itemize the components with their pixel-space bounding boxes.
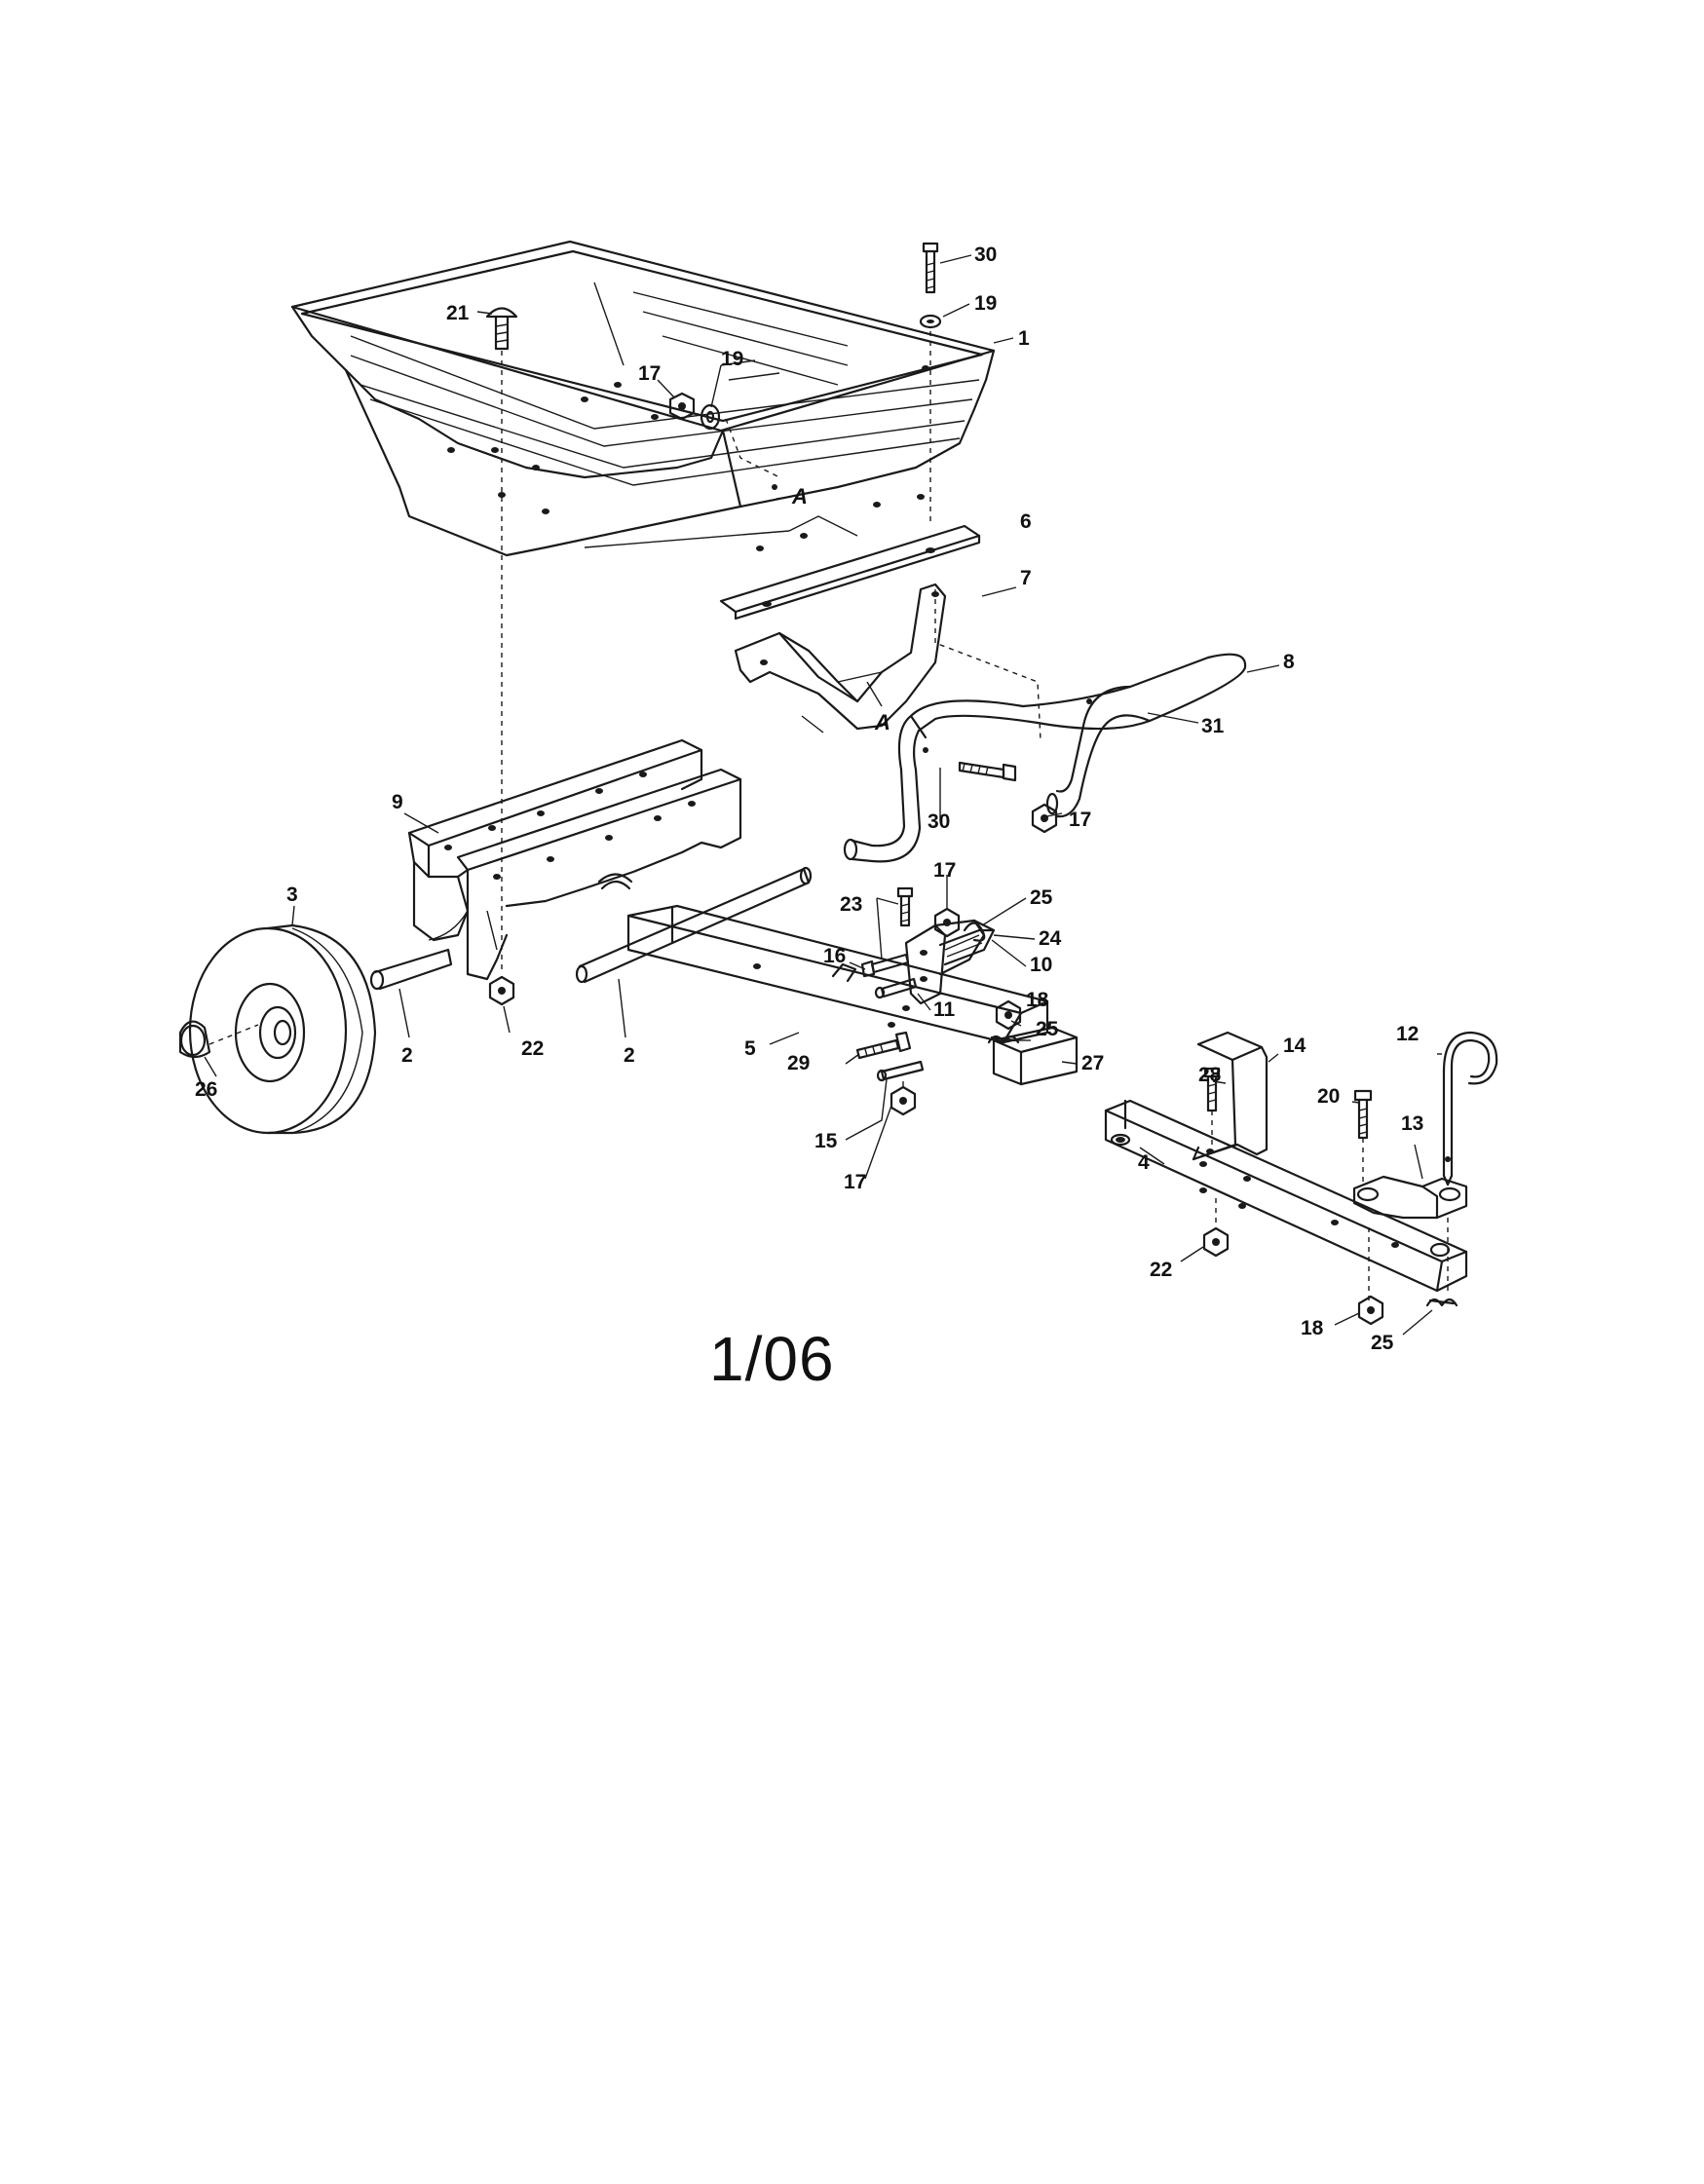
callout-2-left: 2 — [401, 1044, 413, 1067]
callout-25-latch: 25 — [1030, 886, 1053, 909]
pin-11 — [874, 977, 918, 999]
callout-12: 12 — [1396, 1023, 1419, 1045]
axle-bracket-9 — [407, 738, 742, 981]
nut-22-hitch — [1202, 1226, 1230, 1258]
strap-6 — [719, 524, 981, 621]
hitch-tube-4 — [1104, 1099, 1468, 1293]
callout-25-hitch: 25 — [1371, 1332, 1394, 1354]
callout-30-top: 30 — [974, 244, 997, 266]
callout-4: 4 — [1138, 1151, 1150, 1174]
callout-8: 8 — [1283, 651, 1295, 673]
clip-25-mid — [987, 1035, 1020, 1044]
nut-18-latch — [995, 999, 1022, 1031]
callout-9: 9 — [392, 791, 403, 813]
nut-18-hitch — [1357, 1295, 1384, 1326]
dump-bed — [290, 240, 996, 557]
nut-17-bed — [668, 392, 696, 421]
callout-28: 28 — [1198, 1064, 1222, 1086]
callout-17-handle: 17 — [1069, 809, 1091, 831]
end-cap-27 — [992, 1026, 1079, 1086]
callout-23: 23 — [840, 893, 862, 916]
callout-29: 29 — [787, 1052, 810, 1074]
washer-19-bed — [700, 403, 721, 431]
bolt-23 — [896, 886, 914, 927]
latch-assembly — [904, 919, 996, 1005]
callout-25-mid: 25 — [1036, 1018, 1059, 1040]
callout-13: 13 — [1401, 1112, 1423, 1135]
carriage-bolt-21 — [485, 307, 518, 351]
nut-22-axle — [488, 975, 515, 1006]
callout-11: 11 — [933, 998, 956, 1021]
callout-18-latch: 18 — [1026, 989, 1049, 1011]
callout-27: 27 — [1081, 1052, 1104, 1074]
washer-19-top — [919, 314, 942, 329]
bracket-14 — [1192, 1031, 1269, 1161]
pin-15 — [876, 1060, 925, 1082]
page-caption: 1/06 — [709, 1324, 835, 1394]
nut-17-lower — [890, 1085, 917, 1116]
callout-19-top: 19 — [974, 292, 997, 315]
callout-7: 7 — [1020, 567, 1032, 589]
callout-20: 20 — [1317, 1085, 1340, 1108]
callout-30-mid: 30 — [928, 810, 950, 833]
frame-tube-5 — [626, 904, 1049, 1044]
callout-15: 15 — [814, 1130, 838, 1152]
nut-17-handle — [1031, 803, 1058, 834]
bolt-30-mid — [958, 761, 1017, 782]
handle-8 — [843, 653, 1247, 863]
callout-6: 6 — [1020, 510, 1032, 533]
callout-3: 3 — [286, 884, 298, 906]
callout-31: 31 — [1201, 715, 1225, 737]
callout-24: 24 — [1039, 927, 1062, 950]
callout-21: 21 — [446, 302, 470, 324]
callout-14: 14 — [1283, 1035, 1306, 1057]
callout-22-hitch: 22 — [1150, 1259, 1172, 1281]
bolt-20 — [1353, 1089, 1373, 1140]
callout-10: 10 — [1030, 954, 1052, 976]
callout-17-lower: 17 — [844, 1171, 866, 1193]
callout-17-bed: 17 — [638, 362, 661, 385]
wheel-3 — [188, 923, 377, 1135]
callout-19-bed: 19 — [721, 348, 743, 370]
callout-5: 5 — [744, 1037, 756, 1060]
callout-22-axle: 22 — [521, 1037, 544, 1060]
clip-25-hitch — [1425, 1298, 1458, 1307]
callout-1: 1 — [1018, 327, 1030, 350]
axle-2-left — [369, 948, 453, 991]
nut-17-latch — [933, 907, 961, 938]
callout-a-handle: A — [874, 710, 890, 734]
clip-25-latch — [963, 922, 986, 942]
callout-17-latch: 17 — [933, 859, 956, 882]
callout-18-hitch: 18 — [1301, 1317, 1324, 1339]
bolt-16 — [860, 953, 910, 978]
bracket-7 — [734, 583, 947, 731]
callout-labels: 1 30 19 21 17 19 A 6 7 8 31 A 30 17 9 3 … — [195, 244, 1423, 1354]
callout-a-top: A — [791, 484, 808, 508]
hubcap-26 — [178, 1020, 211, 1059]
bolt-29 — [855, 1031, 912, 1060]
leader-lines — [204, 254, 1442, 1336]
hitch-pin-12 — [1442, 1031, 1498, 1186]
bolt-30-top — [922, 242, 939, 294]
hitch-plate-13 — [1352, 1175, 1468, 1220]
callout-16: 16 — [823, 945, 846, 967]
callout-2-right: 2 — [624, 1044, 635, 1067]
callout-26: 26 — [195, 1078, 217, 1101]
